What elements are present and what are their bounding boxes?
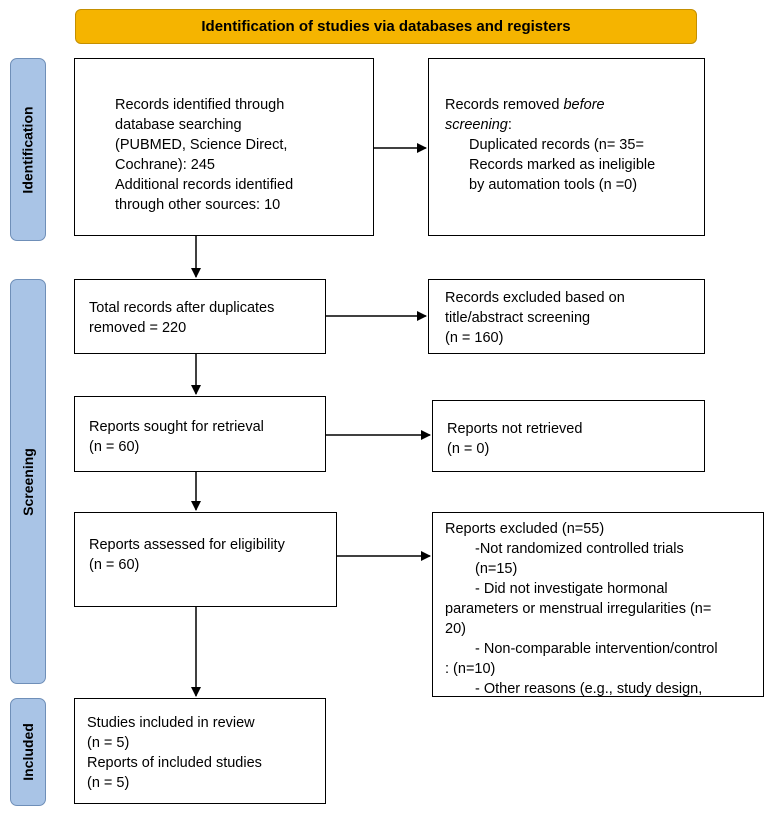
excluded-title-abstract-line1: Records excluded based on [445,290,625,306]
not-retrieved-line1: Reports not retrieved [447,421,583,437]
phase-identification: Identification [10,58,46,241]
records-identified-line6: through other sources: 10 [115,197,281,213]
diagram-title-text: Identification of studies via databases … [201,18,571,35]
reports-excluded-line8: : (n=10) [445,661,496,677]
box-records-removed: Records removed before screening: Duplic… [428,58,705,236]
records-removed-line3: Duplicated records (n= 35= [469,137,644,153]
reports-excluded-line3: (n=15) [475,561,518,577]
diagram-title: Identification of studies via databases … [75,9,697,44]
box-assessed-eligibility: Reports assessed for eligibility (n = 60… [74,512,337,607]
reports-excluded-line7: - Non-comparable intervention/control [475,641,718,657]
box-included-studies: Studies included in review (n = 5) Repor… [74,698,326,804]
reports-excluded-line9: - Other reasons (e.g., study design, [475,681,703,697]
included-studies-line3: Reports of included studies [87,755,262,771]
reports-excluded-line5: parameters or menstrual irregularities (… [445,601,712,617]
included-studies-line4: (n = 5) [87,775,130,791]
sought-retrieval-line1: Reports sought for retrieval [89,419,264,435]
phase-screening: Screening [10,279,46,684]
records-identified-line2: database searching [115,117,242,133]
reports-excluded-line1: Reports excluded (n=55) [445,521,605,537]
box-reports-excluded: Reports excluded (n=55) -Not randomized … [432,512,764,697]
records-identified-line1: Records identified through [115,97,285,113]
assessed-eligibility-line2: (n = 60) [89,557,140,573]
records-removed-line4: Records marked as ineligible [469,157,656,173]
excluded-title-abstract-line3: (n = 160) [445,330,504,346]
included-studies-line1: Studies included in review [87,715,255,731]
records-identified-line4: Cochrane): 245 [115,157,215,173]
reports-excluded-line6: 20) [445,621,466,637]
reports-excluded-line4: - Did not investigate hormonal [475,581,668,597]
box-records-identified: Records identified through database sear… [74,58,374,236]
not-retrieved-line2: (n = 0) [447,441,490,457]
box-total-after-duplicates: Total records after duplicates removed =… [74,279,326,354]
box-sought-retrieval: Reports sought for retrieval (n = 60) [74,396,326,472]
reports-excluded-line2: -Not randomized controlled trials [475,541,684,557]
records-removed-line1-a: Records removed [445,97,564,113]
records-identified-line3: (PUBMED, Science Direct, [115,137,288,153]
phase-included: Included [10,698,46,806]
box-not-retrieved: Reports not retrieved (n = 0) [432,400,705,472]
records-removed-line2-b: : [507,117,512,133]
records-removed-line1-b: before [563,97,605,113]
excluded-title-abstract-line2: title/abstract screening [445,310,591,326]
records-removed-line2-a: screening [445,117,508,133]
records-removed-line5: by automation tools (n =0) [469,177,638,193]
included-studies-line2: (n = 5) [87,735,130,751]
total-after-duplicates-line2: removed = 220 [89,320,187,336]
assessed-eligibility-line1: Reports assessed for eligibility [89,537,285,553]
box-excluded-title-abstract: Records excluded based on title/abstract… [428,279,705,354]
records-identified-line5: Additional records identified [115,177,294,193]
total-after-duplicates-line1: Total records after duplicates [89,300,275,316]
sought-retrieval-line2: (n = 60) [89,439,140,455]
